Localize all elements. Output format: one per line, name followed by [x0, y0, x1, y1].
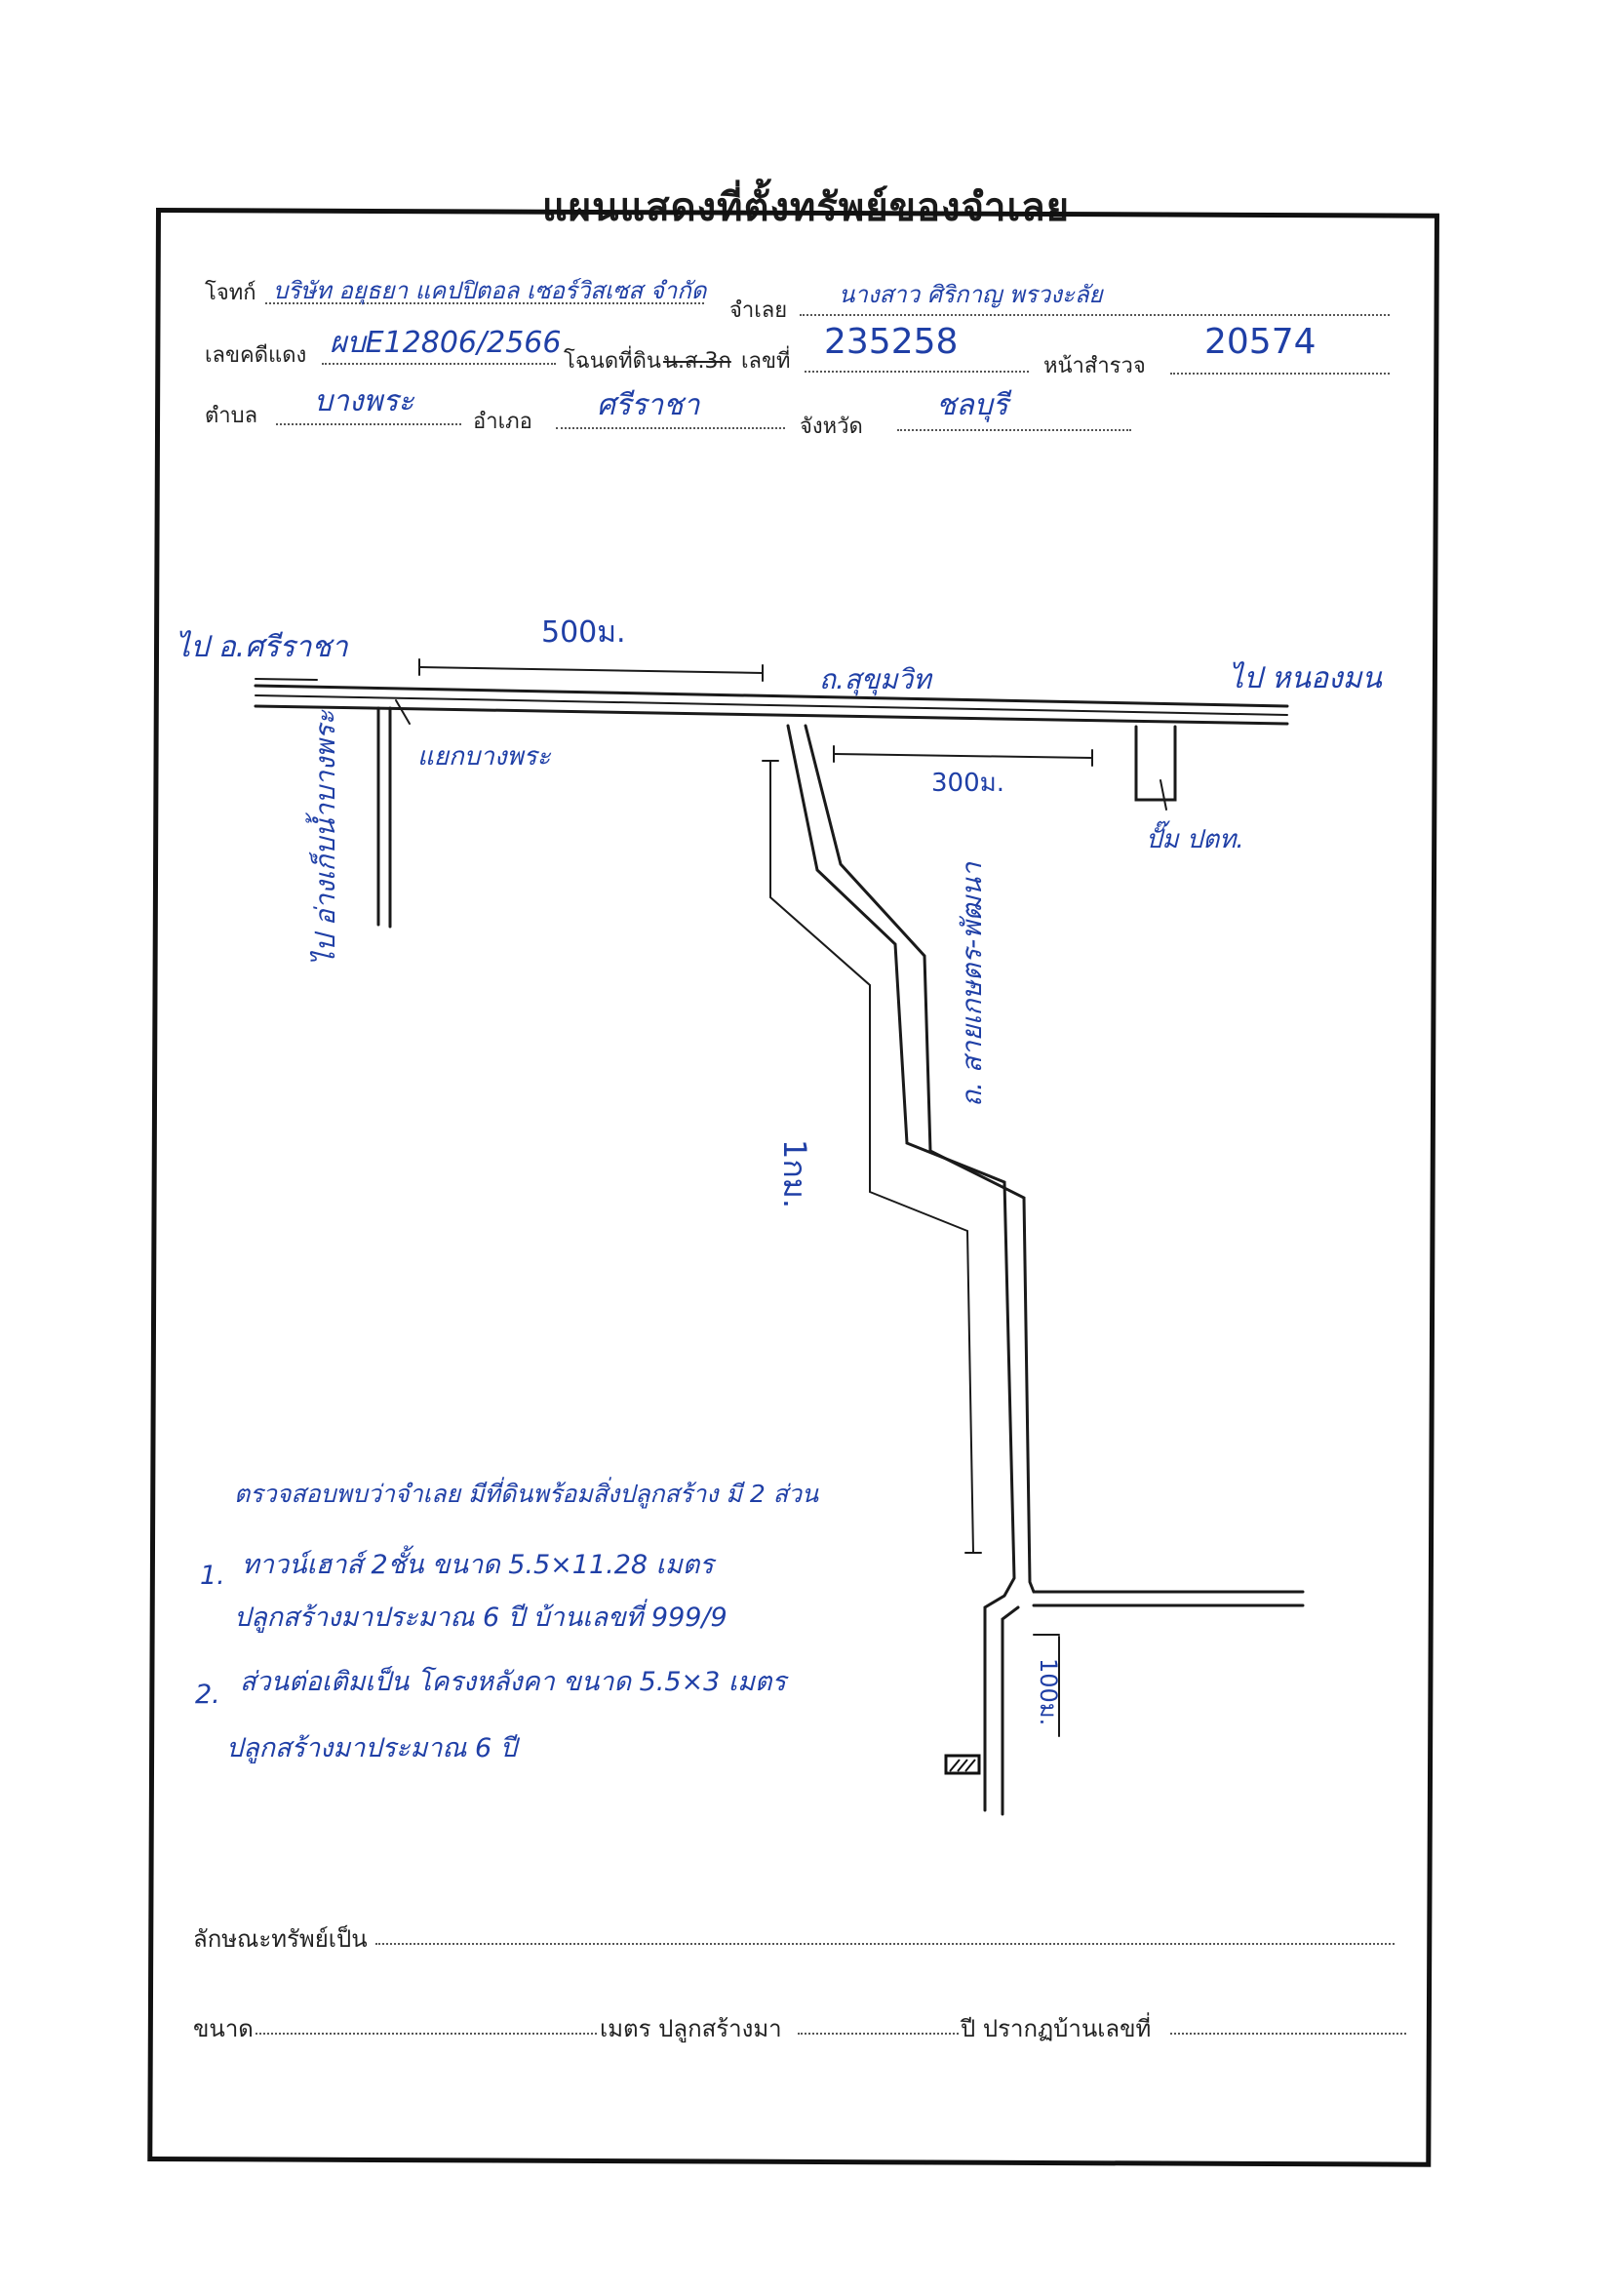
sukhumvit-road-divider	[255, 694, 1288, 716]
dist-500-label: 500ม.	[541, 615, 626, 650]
subdistrict-label: ตำบล	[205, 404, 258, 428]
survey-dots	[1170, 373, 1390, 375]
saibangphra-road-label: ถ. สายเกษตร-พัฒนา	[956, 862, 988, 1107]
to-reservoir-label: ไป อ่างเก็บน้ำบางพระ	[309, 710, 341, 966]
subdistrict-dots	[276, 423, 461, 425]
dim-500-line	[418, 666, 764, 674]
to-sriracha-label: ไป อ.ศรีราชา	[176, 630, 348, 664]
district-dots	[556, 427, 785, 429]
dist-300-label: 300ม.	[931, 769, 1005, 798]
note-item1-line2: ปลูกสร้างมาประมาณ 6 ปี บ้านเลขที่ 999/9	[234, 1603, 727, 1633]
sukhumvit-road-label: ถ.สุขุมวิท	[819, 663, 931, 695]
property-marker	[944, 1754, 981, 1775]
defendant-dots	[800, 314, 1390, 316]
province-value: ชลบุรี	[936, 388, 1008, 422]
defendant-label: จำเลย	[729, 298, 788, 323]
district-label: อำเภอ	[473, 410, 532, 434]
province-dots	[897, 429, 1131, 431]
note-intro: ตรวจสอบพบว่าจำเลย มีที่ดินพร้อมสิ่งปลูกส…	[234, 1480, 819, 1508]
case-label: เลขคดีแดง	[205, 343, 307, 368]
sukhumvit-road-bottom	[254, 704, 1289, 726]
south-road-left	[786, 724, 1016, 1812]
deed-label: โฉนดที่ดิน	[564, 349, 661, 374]
dim-300-line	[833, 753, 1093, 759]
deed-no-label: เลขที่	[741, 349, 791, 374]
note-item2-line2: ปลูกสร้างมาประมาณ 6 ปี	[226, 1733, 517, 1763]
size-dots	[256, 2033, 597, 2035]
plaintiff-label: โจทก์	[205, 281, 256, 305]
size-label: ขนาด	[193, 2015, 254, 2042]
to-nong-mon-label: ไป หนองมน	[1229, 661, 1382, 695]
case-value: ผบE12806/2566	[330, 326, 562, 360]
page-title: แผนแสดงที่ตั้งทรัพย์ของจำเลย	[541, 185, 1071, 230]
district-value: ศรีราชา	[597, 388, 700, 422]
nature-label: ลักษณะทรัพย์เป็น	[193, 1925, 368, 1953]
note-item2-line1: ส่วนต่อเติมเป็น โครงหลังคา ขนาด 5.5×3 เม…	[240, 1667, 786, 1697]
deed-no-dots	[805, 371, 1029, 373]
deed-no-value: 235258	[824, 322, 959, 362]
meters-built-label: เมตร ปลูกสร้างมา	[600, 2015, 782, 2042]
deed-struck-type: น.ส.3ก	[663, 349, 731, 374]
sukhumvit-road-top	[254, 684, 1289, 708]
defendant-value: นางสาว ศิริกาญ พรวงะลัย	[839, 281, 1103, 308]
survey-value: 20574	[1204, 322, 1317, 362]
subdistrict-value: บางพระ	[314, 384, 414, 418]
bangphra-junction-label: แยกบางพระ	[417, 742, 551, 772]
dist-100-label: 100ม.	[1035, 1658, 1062, 1726]
case-dots	[322, 363, 556, 365]
province-label: จังหวัด	[800, 415, 863, 439]
note-item1-number: 1.	[200, 1561, 225, 1591]
ptt-station-label: ปั๊ม ปตท.	[1146, 825, 1244, 854]
note-item2-number: 2.	[195, 1680, 220, 1710]
survey-label: หน้าสำรวจ	[1043, 354, 1146, 378]
plaintiff-value: บริษัท อยุธยา แคปปิตอล เซอร์วิสเซส จำกัด	[273, 277, 707, 304]
ptt-box	[1134, 725, 1177, 802]
house-no-dots	[1170, 2033, 1406, 2035]
note-item1-line1: ทาวน์เฮาส์ 2ชั้น ขนาด 5.5×11.28 เมตร	[242, 1550, 714, 1580]
south-road-right	[804, 724, 1305, 1594]
built-years-dots	[798, 2033, 959, 2035]
dist-1km-label: 1กม.	[776, 1139, 813, 1208]
nature-dots	[375, 1943, 1395, 1945]
plaintiff-dots	[265, 302, 704, 304]
dim-1km-line	[769, 760, 974, 1554]
years-house-no-label: ปี ปรากฏบ้านเลขที่	[961, 2015, 1152, 2042]
